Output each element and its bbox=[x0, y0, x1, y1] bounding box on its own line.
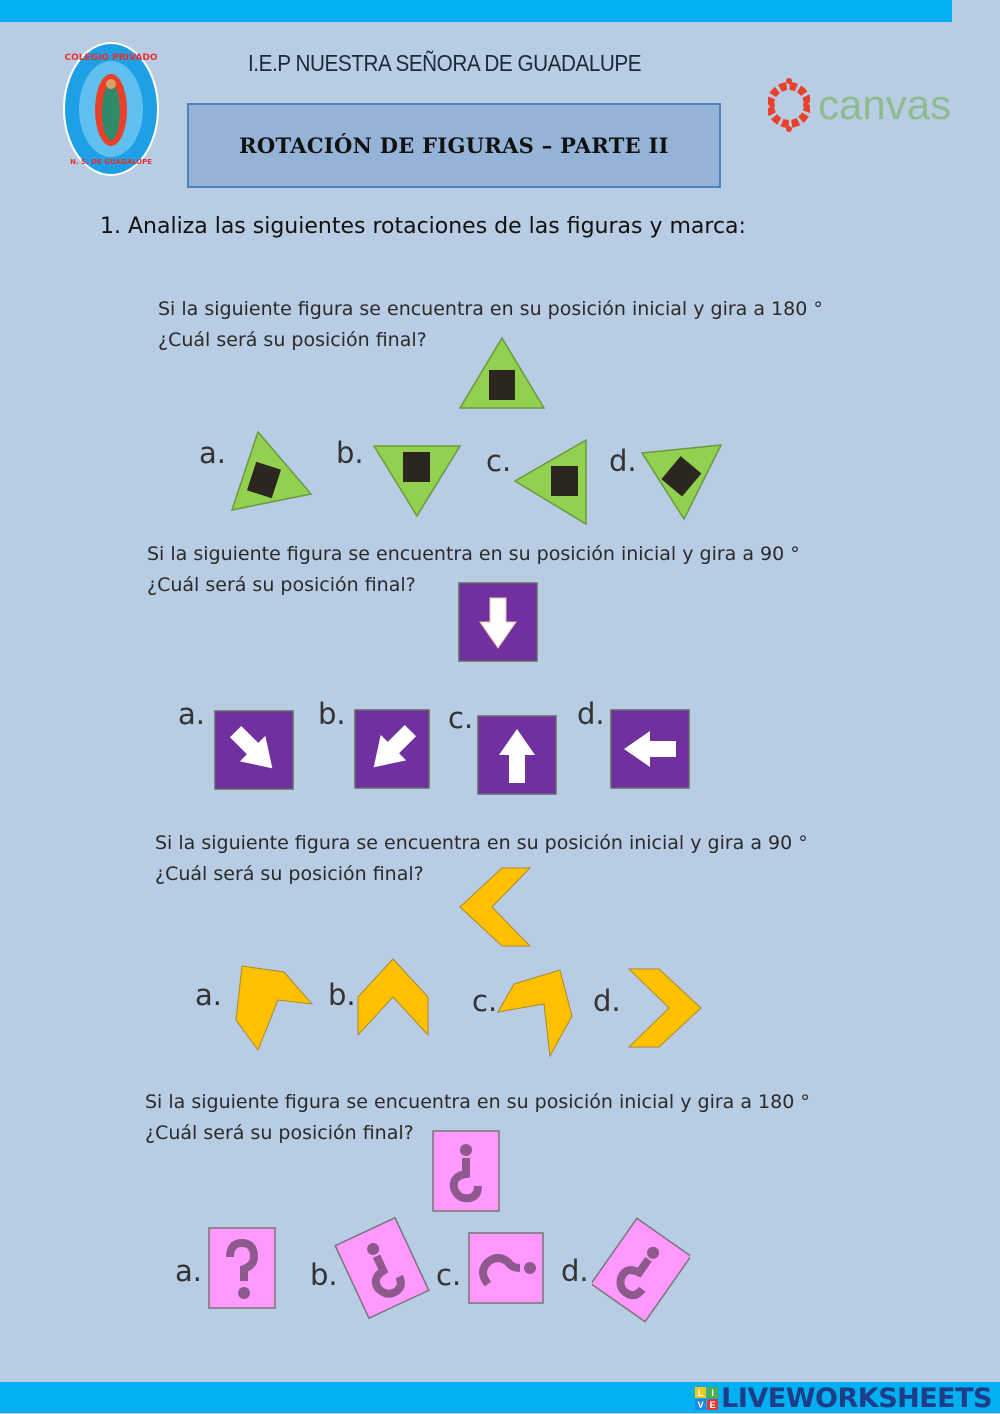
q3-option-a-label[interactable]: a. bbox=[195, 978, 222, 1012]
q3-option-c-label[interactable]: c. bbox=[472, 984, 498, 1018]
liveworksheets-icon: L I V E bbox=[695, 1387, 719, 1410]
q1-option-a-triangle[interactable] bbox=[228, 428, 314, 514]
question-4-text: Si la siguiente figura se encuentra en s… bbox=[145, 1087, 810, 1149]
q2-option-b-arrow-down-left[interactable] bbox=[354, 709, 430, 789]
instruction-text: 1. Analiza las siguientes rotaciones de … bbox=[100, 214, 746, 239]
question-2-line1: Si la siguiente figura se encuentra en s… bbox=[147, 543, 800, 565]
question-1-text: Si la siguiente figura se encuentra en s… bbox=[158, 294, 823, 356]
question-3-line2: ¿Cuál será su posición final? bbox=[155, 863, 424, 885]
q3-option-b-chevron-up[interactable] bbox=[356, 957, 430, 1037]
page-title: ROTACIÓN DE FIGURAS – PARTE II bbox=[239, 133, 669, 158]
svg-text:N. S. DE GUADALUPE: N. S. DE GUADALUPE bbox=[70, 158, 152, 166]
question-4-line1: Si la siguiente figura se encuentra en s… bbox=[145, 1091, 810, 1113]
q2-option-d-arrow-left[interactable] bbox=[610, 709, 690, 789]
q1-option-c-label[interactable]: c. bbox=[486, 444, 512, 478]
q3-option-b-label[interactable]: b. bbox=[328, 978, 356, 1012]
q3-option-c-chevron[interactable] bbox=[494, 968, 576, 1060]
q1-figure-triangle bbox=[458, 336, 546, 409]
question-1-line2: ¿Cuál será su posición final? bbox=[158, 329, 427, 351]
q4-option-a-question-card[interactable] bbox=[208, 1227, 278, 1311]
school-name: I.E.P NUESTRA SEÑORA DE GUADALUPE bbox=[248, 50, 642, 76]
q1-option-c-triangle[interactable] bbox=[513, 438, 589, 526]
q4-figure-inverted-question-card bbox=[432, 1130, 500, 1212]
q1-option-d-triangle[interactable] bbox=[640, 443, 724, 521]
question-3-text: Si la siguiente figura se encuentra en s… bbox=[155, 828, 808, 890]
q4-option-d-tilted-question-card[interactable] bbox=[592, 1217, 690, 1323]
q2-option-a-arrow-down-right[interactable] bbox=[214, 710, 294, 790]
question-2-text: Si la siguiente figura se encuentra en s… bbox=[147, 539, 800, 601]
q1-option-b-triangle[interactable] bbox=[372, 444, 462, 518]
q2-option-d-label[interactable]: d. bbox=[577, 697, 605, 731]
question-2-line2: ¿Cuál será su posición final? bbox=[147, 574, 416, 596]
q2-figure-down-arrow-box bbox=[458, 582, 538, 662]
q3-figure-chevron-left bbox=[459, 867, 532, 947]
question-3-line1: Si la siguiente figura se encuentra en s… bbox=[155, 832, 808, 854]
bottom-bar bbox=[0, 1382, 1000, 1413]
q2-option-c-arrow-up[interactable] bbox=[477, 715, 557, 795]
top-bar bbox=[0, 0, 952, 22]
q4-option-c-label[interactable]: c. bbox=[436, 1258, 462, 1292]
question-1-line1: Si la siguiente figura se encuentra en s… bbox=[158, 298, 823, 320]
q3-option-a-chevron[interactable] bbox=[232, 964, 314, 1054]
title-box: ROTACIÓN DE FIGURAS – PARTE II bbox=[187, 103, 721, 188]
canvas-logo-text: canvas bbox=[818, 81, 952, 128]
q1-option-a-label[interactable]: a. bbox=[199, 436, 226, 470]
canvas-logo: canvas bbox=[768, 72, 951, 138]
svg-text:COLEGIO PRIVADO: COLEGIO PRIVADO bbox=[65, 53, 158, 63]
liveworksheets-text: LIVEWORKSHEETS bbox=[721, 1383, 992, 1414]
canvas-logo-icon bbox=[768, 78, 810, 132]
q4-option-b-label[interactable]: b. bbox=[310, 1258, 338, 1292]
q2-option-b-label[interactable]: b. bbox=[318, 697, 346, 731]
school-seal-logo: COLEGIO PRIVADO N. S. DE GUADALUPE bbox=[63, 42, 159, 176]
q2-option-c-label[interactable]: c. bbox=[448, 701, 474, 735]
q3-option-d-label[interactable]: d. bbox=[593, 984, 621, 1018]
question-4-line2: ¿Cuál será su posición final? bbox=[145, 1122, 414, 1144]
q3-option-d-chevron-right[interactable] bbox=[627, 967, 703, 1049]
q2-option-a-label[interactable]: a. bbox=[178, 697, 205, 731]
q4-option-b-tilted-question-card[interactable] bbox=[334, 1215, 430, 1321]
q4-option-a-label[interactable]: a. bbox=[175, 1254, 202, 1288]
q4-option-c-sideways-question-card[interactable] bbox=[468, 1232, 546, 1306]
q1-option-d-label[interactable]: d. bbox=[609, 444, 637, 478]
q1-option-b-label[interactable]: b. bbox=[336, 436, 364, 470]
q4-option-d-label[interactable]: d. bbox=[561, 1254, 589, 1288]
liveworksheets-brand: L I V E LIVEWORKSHEETS bbox=[695, 1383, 992, 1414]
